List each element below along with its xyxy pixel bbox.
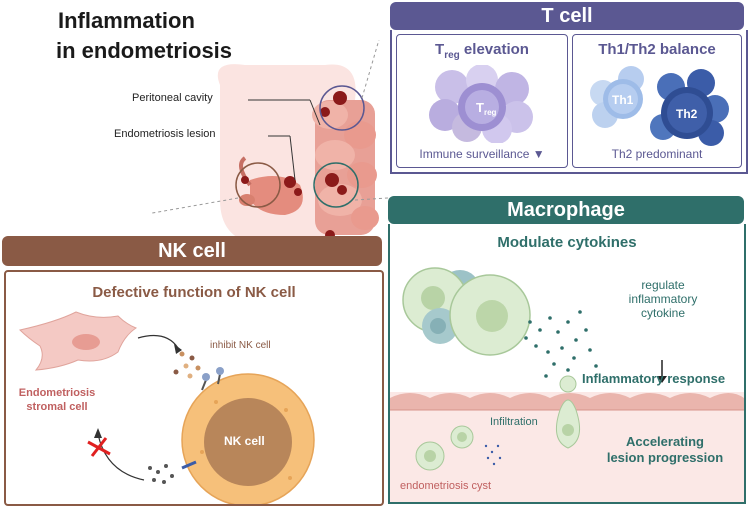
- inhibit-arrow: [137, 335, 179, 349]
- nk-cell-label: NK cell: [224, 434, 265, 448]
- tcell-header: T cell: [390, 2, 744, 30]
- cyst-dots: [484, 444, 502, 466]
- bottom-factors: [148, 464, 174, 484]
- treg-box: Treg elevation Treg Immune surveillance …: [396, 34, 568, 168]
- th-balance-box: Th1/Th2 balance Th1 Th2 Th2 predominant: [572, 34, 742, 168]
- tcell-zoom-circle: [319, 85, 365, 131]
- inhibit-label: inhibit NK cell: [210, 340, 271, 351]
- macrophage-panel: Modulate cytokines: [388, 224, 746, 504]
- treg-cell-label: Treg: [476, 100, 497, 117]
- nk-illustration: [19, 311, 315, 504]
- tcell-panel: Treg elevation Treg Immune surveillance …: [390, 30, 748, 174]
- lesion-label: Endometriosis lesion: [114, 128, 216, 140]
- intestine-shape: [312, 100, 379, 235]
- secreted-factors: [173, 351, 201, 379]
- th2-label: Th2: [676, 107, 698, 121]
- macrophage-header: Macrophage: [388, 196, 744, 224]
- macrophage-subtitle: Modulate cytokines: [497, 234, 637, 251]
- anatomy-illustration: [150, 40, 389, 245]
- accelerating-label: Accelerating lesion progression: [606, 434, 724, 465]
- cyst-cells: [415, 425, 474, 471]
- infiltrating-macrophage: [555, 375, 581, 449]
- stromal-label: Endometriosis stromal cell: [18, 387, 96, 413]
- treg-title: Treg elevation: [435, 41, 529, 61]
- lesion-spots: [241, 91, 347, 240]
- nk-zoom-circle: [235, 162, 281, 208]
- cytokine-dots: [524, 310, 598, 378]
- macrophage-illustration: [390, 267, 744, 502]
- nk-subtitle: Defective function of NK cell: [92, 284, 296, 301]
- nk-receptors: [181, 367, 224, 470]
- treg-footer: Immune surveillance ▼: [419, 147, 545, 161]
- th-balance-footer: Th2 predominant: [611, 147, 703, 161]
- stromal-cell: [19, 311, 138, 371]
- th1-label: Th1: [612, 93, 634, 107]
- peritoneal-label: Peritoneal cavity: [132, 92, 213, 104]
- block-cross-icon: [87, 437, 111, 457]
- nk-cell: [181, 373, 315, 504]
- regulate-text: regulate inflammatory cytokine: [628, 278, 698, 320]
- cyst-label: endometriosis cyst: [400, 480, 492, 492]
- nk-panel: Defective function of NK cell: [4, 270, 384, 506]
- treg-cluster: Treg: [429, 65, 533, 143]
- th-cluster: Th1 Th2: [590, 66, 729, 146]
- th-balance-title: Th1/Th2 balance: [598, 41, 716, 58]
- macrophage-cells: [402, 267, 531, 356]
- return-arrow: [97, 433, 145, 481]
- title-line-2: in endometriosis: [56, 38, 233, 63]
- figure-title: Inflammation in endometriosis: [56, 6, 233, 66]
- inflammatory-response-label: Inflammatory response: [582, 371, 726, 386]
- infiltration-label: Infiltration: [490, 416, 538, 428]
- nk-header: NK cell: [2, 236, 382, 266]
- title-line-1: Inflammation: [58, 8, 195, 33]
- macrophage-zoom-circle: [313, 162, 359, 208]
